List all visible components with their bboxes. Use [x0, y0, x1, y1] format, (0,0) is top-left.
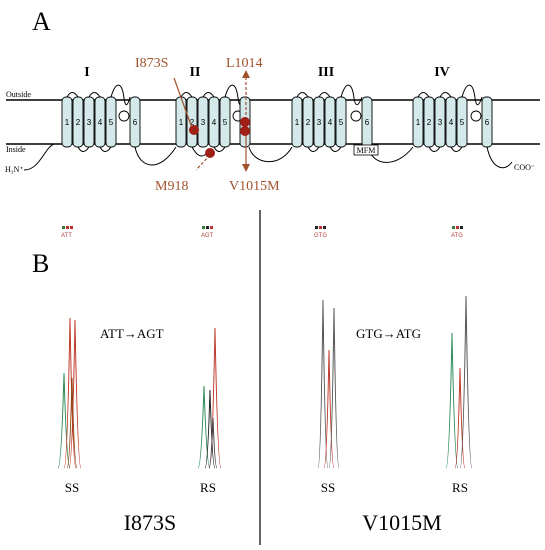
helix-iii-s1 [291, 96, 303, 148]
outside-label: Outside [6, 90, 31, 99]
helix-iv-s1 [412, 96, 424, 148]
helix-iii-s1-number: 1 [295, 118, 300, 127]
l1014-label: L1014 [226, 56, 263, 71]
helix-i-s4 [94, 96, 106, 148]
i873s-site-marker [189, 125, 199, 135]
right-mutation-title: V1015M [362, 510, 441, 535]
helix-i-s3-number: 3 [87, 118, 92, 127]
right-ss-peak-2 [323, 349, 335, 469]
helix-ii-s2-number: 2 [190, 118, 195, 127]
left-ss-peak-1 [57, 372, 71, 469]
helix-iii-s4 [324, 96, 336, 148]
right-ss-peak-3 [328, 307, 340, 469]
helix-iv-s3 [434, 96, 446, 148]
helix-ii-s1-number: 1 [179, 118, 184, 127]
helix-ii-s4-number: 4 [212, 118, 217, 127]
right-rs-peak-1 [445, 332, 459, 469]
panel-b-label: B [32, 249, 49, 278]
helix-i-s4-number: 4 [98, 118, 103, 127]
m918-pointer [195, 154, 211, 171]
domain-label-i: I [84, 65, 89, 80]
v1015m-arrowhead [242, 164, 250, 172]
right-ss-base-calls: GTG [314, 226, 327, 239]
left-rs-peak-1 [197, 385, 211, 469]
right-rs-label: RS [452, 480, 468, 495]
helix-iii-s2 [302, 96, 314, 148]
domain-label-iv: IV [434, 65, 450, 80]
right-codon-change: GTG→ATG [356, 326, 421, 341]
right-rs-base-calls: ATG [451, 226, 463, 239]
left-ss-label: SS [65, 480, 79, 495]
left-codon-change: ATT→AGT [100, 326, 164, 341]
left-ss-peak-4 [66, 377, 78, 469]
helix-iii-s2-number: 2 [306, 118, 311, 127]
right-rs-peak-2 [454, 367, 466, 469]
helix-iii-s5-number: 5 [339, 118, 344, 127]
helix-ii-s3-number: 3 [201, 118, 206, 127]
inside-label: Inside [6, 145, 26, 154]
left-rs-peak-3 [208, 327, 222, 469]
helix-ii-s3 [197, 96, 209, 148]
v1015m-site-marker [240, 126, 250, 136]
helix-iii-s3-number: 3 [317, 118, 322, 127]
mfm-label: MFM [357, 146, 376, 155]
left-rs-base-calls: AGT [201, 226, 214, 239]
helix-iv-s4 [445, 96, 457, 148]
helix-iv-s6 [481, 96, 493, 148]
left-mutation-title: I873S [124, 510, 177, 535]
helix-i-s1-number: 1 [65, 118, 70, 127]
helix-i-s2 [72, 96, 84, 148]
helix-i-s2-number: 2 [76, 118, 81, 127]
domain-label-ii: II [190, 65, 201, 80]
helix-i-s6-number: 6 [133, 118, 138, 127]
helix-iv-s3-number: 3 [438, 118, 443, 127]
right-rs-bases: ATG [451, 233, 463, 239]
left-ss-peak-2 [63, 317, 77, 469]
m918-site-marker [205, 148, 215, 158]
panel-a-label: A [32, 7, 51, 36]
left-ss-bases: ATT [61, 233, 72, 239]
i873s-pointer [173, 77, 193, 129]
helix-ii-s5-number: 5 [223, 118, 228, 127]
helix-iii-s5 [335, 96, 347, 148]
left-ss-base-calls: ATT [61, 226, 73, 239]
helix-i-s1 [61, 96, 73, 148]
helix-i-s5-number: 5 [109, 118, 114, 127]
v1015m-label: V1015M [229, 179, 280, 194]
helix-iv-s2 [423, 96, 435, 148]
helix-iii-s3 [313, 96, 325, 148]
c-terminus-label: COO⁻ [514, 163, 535, 172]
right-ss-label: SS [321, 480, 335, 495]
helix-iv-s1-number: 1 [416, 118, 421, 127]
helix-iv-s4-number: 4 [449, 118, 454, 127]
helix-ii-s5 [219, 96, 231, 148]
domain-label-iii: III [318, 65, 334, 80]
chromatogram-traces [57, 295, 473, 469]
mfm-box [353, 144, 379, 156]
i873s-label: I873S [135, 56, 168, 71]
helix-i-s5 [105, 96, 117, 148]
l1014-arrowhead [242, 70, 250, 78]
helix-i-s6 [129, 96, 141, 148]
helix-i-s3 [83, 96, 95, 148]
left-rs-bases: AGT [201, 233, 214, 239]
helix-iii-s6-number: 6 [365, 118, 370, 127]
n-terminus-label: H₃N⁺ [5, 165, 24, 174]
m918-label: M918 [155, 179, 188, 194]
helix-iv-s5 [456, 96, 468, 148]
left-rs-label: RS [200, 480, 216, 495]
helix-iv-s2-number: 2 [427, 118, 432, 127]
helix-ii-s4 [208, 96, 220, 148]
helix-iv-s5-number: 5 [460, 118, 465, 127]
left-ss-peak-3 [68, 319, 82, 469]
helix-iii-s4-number: 4 [328, 118, 333, 127]
helix-iv-s6-number: 6 [485, 118, 490, 127]
right-ss-peak-1 [317, 299, 329, 469]
right-rs-peak-3 [459, 295, 473, 469]
l1014-site-marker [240, 117, 250, 127]
left-rs-peak-2 [204, 389, 216, 469]
left-rs-peak-4 [208, 417, 218, 469]
right-ss-bases: GTG [314, 233, 327, 239]
